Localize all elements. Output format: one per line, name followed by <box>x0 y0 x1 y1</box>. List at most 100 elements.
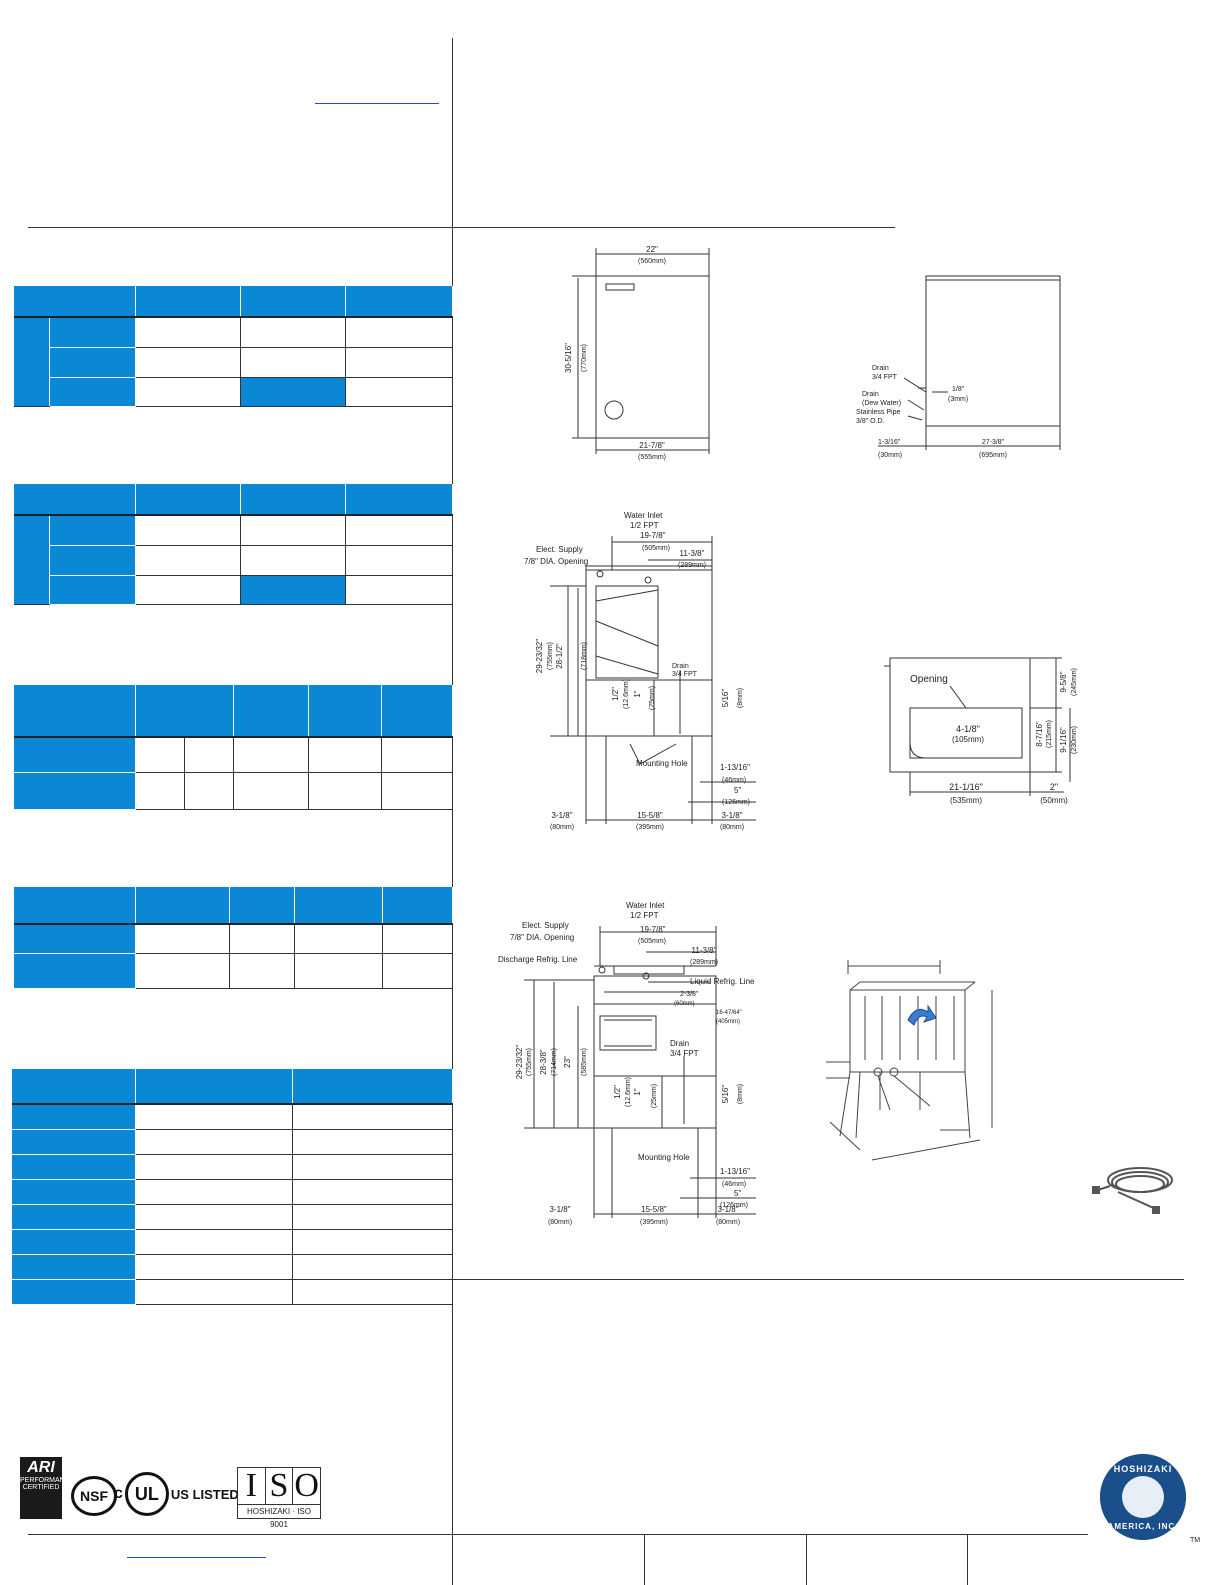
table-cell <box>240 317 346 348</box>
side-label: 3/4 FPT <box>872 374 898 381</box>
table-cell <box>240 347 346 378</box>
rear2-label: (289mm) <box>690 959 718 966</box>
rear2-label: (12.6mm) <box>625 1077 632 1107</box>
rear-label: 19-7/8" <box>640 531 666 540</box>
table-cell <box>345 515 452 546</box>
top-label: 2" <box>1050 782 1058 792</box>
cable-icon <box>1092 1167 1173 1214</box>
rear2-label: 28-3/8" <box>539 1049 548 1075</box>
rear-label: (718mm) <box>581 642 588 670</box>
table-header-cell <box>345 286 453 318</box>
table-cell <box>135 1229 293 1255</box>
row-label-cell <box>12 1279 136 1305</box>
rear-label: 1" <box>633 690 642 697</box>
table-cell <box>294 953 383 989</box>
rear2-label: 1/2" <box>613 1085 622 1099</box>
rear-label: 11-3/8" <box>680 549 705 558</box>
rear-label: 1-13/16" <box>720 763 750 772</box>
rear2-label: (80mm) <box>548 1219 572 1226</box>
rear-label: 3-1/8" <box>551 811 572 820</box>
side-label: Drain <box>862 391 879 398</box>
table-header-cell <box>12 1069 136 1105</box>
top-label: (245mm) <box>1071 668 1078 696</box>
side-label: (30mm) <box>878 452 902 459</box>
rear-label: (126mm) <box>722 799 750 806</box>
table-cell <box>135 1279 293 1305</box>
rear2-label: 7/8" DIA. Opening <box>510 933 574 942</box>
table-header-cell <box>240 484 346 516</box>
table-header-cell <box>14 887 136 925</box>
footer-link[interactable] <box>127 1557 266 1558</box>
rear-label: (46mm) <box>722 777 746 784</box>
rear2-label: 3-1/8" <box>717 1205 738 1214</box>
rear-label: (80mm) <box>720 824 744 831</box>
perspective-drawing <box>826 960 993 1161</box>
ul-text: UL <box>124 1472 169 1516</box>
table-cell <box>292 1204 452 1230</box>
top-label: (105mm) <box>952 735 984 744</box>
rear-label: (755mm) <box>547 642 554 670</box>
table-header-cell <box>135 286 241 318</box>
dim-label: (555mm) <box>638 454 666 461</box>
row-label-cell <box>49 377 136 407</box>
table-cell <box>382 953 452 989</box>
rear2-label: 11-3/8" <box>692 946 717 955</box>
row-group-cell <box>14 515 50 605</box>
table-cell <box>135 1179 293 1205</box>
rear-label: (80mm) <box>550 824 574 831</box>
side-label: (3mm) <box>948 396 968 403</box>
rear-label: Drain <box>672 663 689 670</box>
iso-letter: O <box>294 1467 319 1504</box>
dim-label: (560mm) <box>638 258 666 265</box>
rear2-label: 5" <box>734 1189 741 1198</box>
rear2-label: (60mm) <box>674 1001 695 1007</box>
rear2-label: 19-7/8" <box>640 925 666 934</box>
rear2-label: (395mm) <box>640 1219 668 1226</box>
table-header-cell <box>240 286 346 318</box>
table-header-cell <box>135 887 230 925</box>
ul-listed-logo: c UL US LISTED <box>114 1472 239 1516</box>
table-header-cell <box>381 685 453 738</box>
row-label-cell <box>49 515 136 546</box>
table-cell <box>292 1254 452 1280</box>
rear-label: 1/2 FPT <box>630 521 659 530</box>
top-view-drawing: Opening 4-1/8" (105mm) 9-5/8" (245mm) 8-… <box>884 657 1078 805</box>
rear2-label: 2-3/8" <box>680 991 699 998</box>
table-cell <box>135 347 241 378</box>
rear2-label: (46mm) <box>722 1181 746 1188</box>
side-label: 27-3/8" <box>982 439 1005 446</box>
table-cell <box>345 377 452 407</box>
front-view-drawing: 22" (560mm) 30-5/16" (770mm) 21-7/8" (55… <box>564 245 710 461</box>
top-label: 9-5/8" <box>1059 671 1068 692</box>
side-label: (Dew Water) <box>862 400 901 407</box>
rear-label: (395mm) <box>636 824 664 831</box>
table-cell <box>135 953 230 989</box>
side-label: 3/8" O.D. <box>856 418 885 425</box>
nsf-text: NSF <box>80 1488 108 1504</box>
side-label: Drain <box>872 365 889 372</box>
rear-label: (8mm) <box>737 688 744 708</box>
rear2-label: 15-5/8" <box>641 1205 667 1214</box>
table-cell <box>135 1104 293 1130</box>
table-cell <box>345 347 452 378</box>
iso-subtext: HOSHIZAKI · ISO 9001 <box>238 1504 320 1531</box>
table-cell <box>229 953 295 989</box>
rear2-label: (714mm) <box>551 1048 558 1076</box>
header-link[interactable] <box>315 103 439 104</box>
table-cell <box>292 1229 452 1255</box>
rear-label: (505mm) <box>642 545 670 552</box>
rear-label: (25mm) <box>649 686 656 710</box>
right-header-rule <box>452 227 895 228</box>
table-header-cell <box>135 484 241 516</box>
table-cell <box>233 737 309 773</box>
table-header-cell <box>294 887 383 925</box>
top-label: 9-1/16" <box>1059 727 1068 753</box>
ul-us-text: US LISTED <box>170 1486 239 1502</box>
table-cell <box>345 575 452 605</box>
rear2-label: Drain <box>670 1039 689 1048</box>
dim-label: 21-7/8" <box>639 441 665 450</box>
rear-view-2-drawing: Water Inlet 1/2 FPT Elect. Supply 7/8" D… <box>498 901 756 1226</box>
row-label-cell <box>12 1104 136 1130</box>
spec-table-1 <box>14 286 453 407</box>
highlighted-cell <box>240 377 346 407</box>
